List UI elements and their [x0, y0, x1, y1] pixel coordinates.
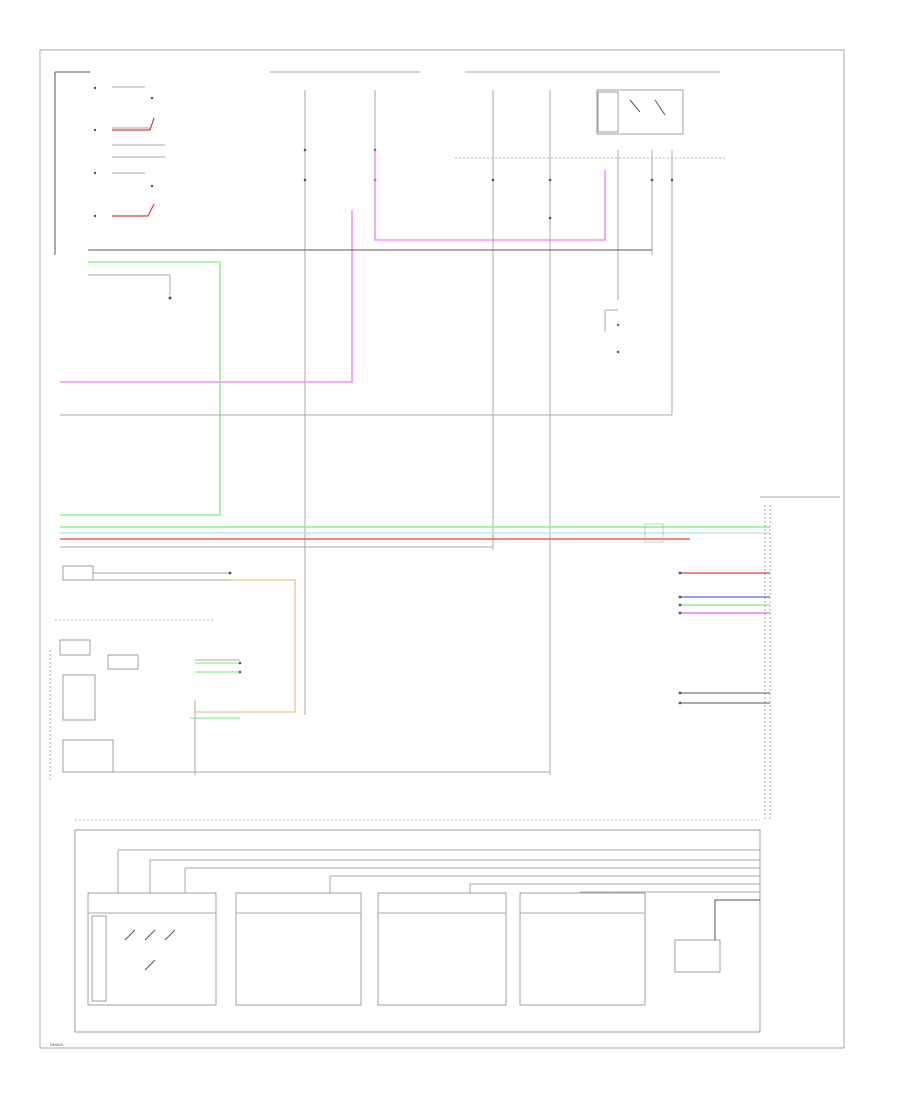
- pink-wire: [60, 150, 606, 383]
- right-connector-column: [678, 496, 840, 820]
- steering-switch-block: [54, 71, 165, 255]
- right-ground: [60, 309, 672, 416]
- top-bus: [270, 71, 725, 159]
- switch-bus: [60, 249, 652, 516]
- vertical-drops: [303, 90, 674, 775]
- footer-code: DM00A: [50, 1043, 63, 1047]
- lower-left-block: [49, 565, 550, 780]
- diagram-frame: [39, 49, 845, 1049]
- bottom-module-block: [74, 819, 761, 1033]
- main-colored-bus: [60, 523, 770, 548]
